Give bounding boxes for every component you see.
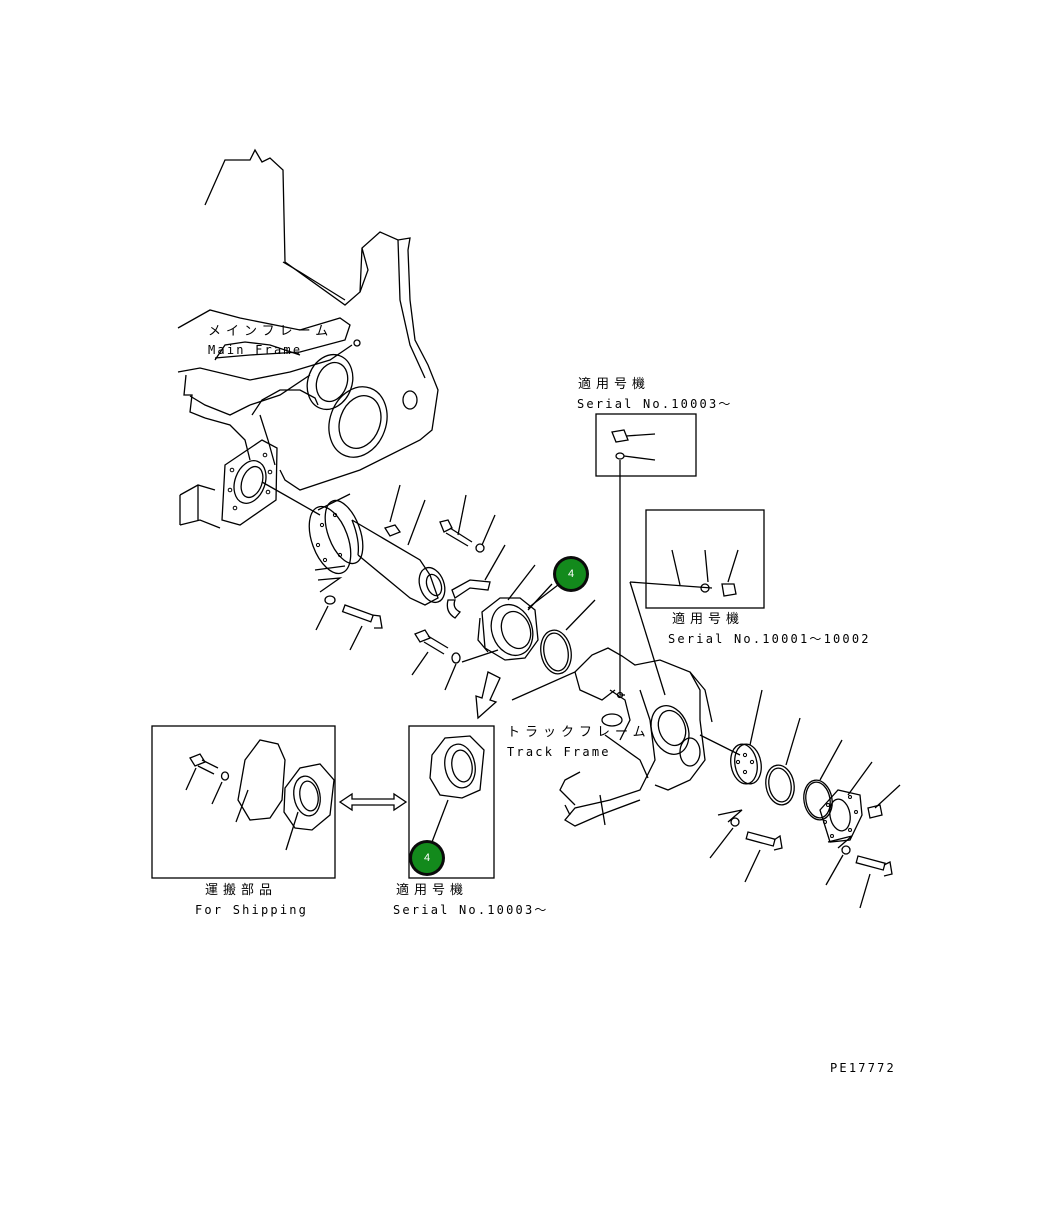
serial-box-bottom	[408, 725, 495, 879]
serial-mid-label-jp: 適用号機	[672, 612, 745, 627]
track-frame-outline	[511, 647, 713, 827]
main-frame-label-en: Main Frame	[208, 343, 303, 357]
interchange-arrow	[338, 792, 408, 812]
shaft-bolt-set	[315, 577, 383, 651]
serial-bottom-label-jp: 適用号機	[396, 883, 469, 898]
callout-badge-upper[interactable]: 4	[553, 556, 589, 592]
serial-top-label-jp: 適用号機	[578, 377, 651, 392]
shipping-label-jp: 運搬部品	[205, 883, 278, 898]
pivot-shaft	[261, 481, 446, 606]
o-ring	[540, 599, 596, 675]
cap-bolt-set	[383, 484, 496, 553]
serial-bottom-label-en: Serial No.10003～	[393, 903, 549, 917]
track-frame-label-jp: トラックフレーム	[507, 725, 651, 740]
main-frame-label-jp: メインフレーム	[208, 324, 334, 339]
shipping-parts-box	[151, 725, 336, 879]
shipping-label-en: For Shipping	[195, 903, 309, 917]
housing-bolt-set	[411, 629, 499, 691]
main-frame-outline	[177, 148, 439, 529]
callout-number-upper: 4	[556, 559, 586, 589]
serial-box-mid	[629, 509, 765, 696]
bearing-housing	[477, 564, 559, 661]
callout-leader-upper	[527, 583, 553, 611]
drawing-number: PE17772	[830, 1061, 896, 1075]
direction-arrow	[475, 671, 501, 720]
retainer-segments	[446, 544, 506, 619]
serial-mid-label-en: Serial No.10001～10002	[668, 632, 871, 646]
serial-box-top	[595, 413, 697, 696]
track-frame-label-en: Track Frame	[507, 745, 611, 759]
callout-number-lower: 4	[412, 843, 442, 873]
track-side-parts	[699, 689, 901, 909]
callout-badge-lower[interactable]: 4	[409, 840, 445, 876]
serial-top-label-en: Serial No.10003～	[577, 397, 733, 411]
